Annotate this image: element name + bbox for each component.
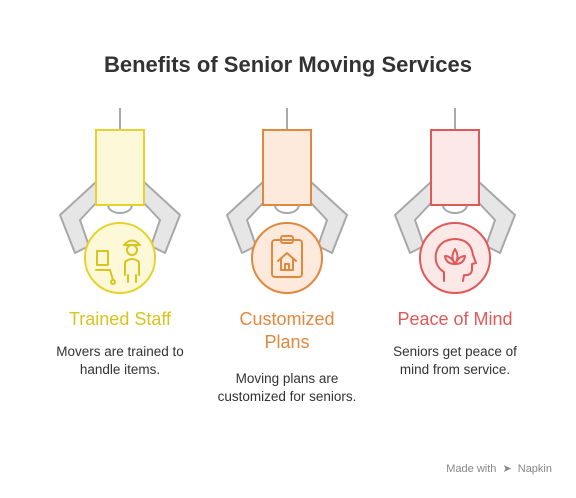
made-with-credit: Made with ➤ Napkin: [446, 462, 552, 475]
item-description-trained-staff: Movers are trained to handle items.: [56, 344, 184, 377]
claw-hinge: [274, 204, 300, 214]
item-label-trained-staff: Trained Staff: [68, 309, 172, 329]
item-description-customized-plans: Moving plans are customized for seniors.: [217, 371, 357, 404]
napkin-logo-icon: ➤: [502, 463, 512, 475]
claw-body: [95, 129, 145, 206]
claw-group-trained-staff: [59, 108, 181, 294]
claw-body: [262, 129, 312, 206]
item-label-peace-of-mind: Peace of Mind: [397, 309, 513, 329]
claw-hinge: [107, 204, 133, 214]
claw-group-customized-plans: [226, 108, 348, 294]
credit-brand: Napkin: [517, 463, 552, 475]
head-lotus-icon: [434, 238, 477, 282]
item-description-peace-of-mind: Seniors get peace of mind from service.: [393, 344, 517, 377]
claw-hinge: [442, 204, 468, 214]
mover-with-dolly-icon: [95, 239, 141, 285]
clipboard-house-icon: [271, 235, 303, 278]
icon-circle: [419, 222, 491, 294]
claw-group-peace-of-mind: [394, 108, 516, 294]
icon-circle: [84, 222, 156, 294]
diagram-title: Benefits of Senior Moving Services: [104, 52, 472, 77]
icon-circle: [251, 222, 323, 294]
claw-body: [430, 129, 480, 206]
item-label-customized-plans: Customized Plans: [239, 309, 335, 352]
credit-prefix: Made with: [446, 463, 497, 475]
